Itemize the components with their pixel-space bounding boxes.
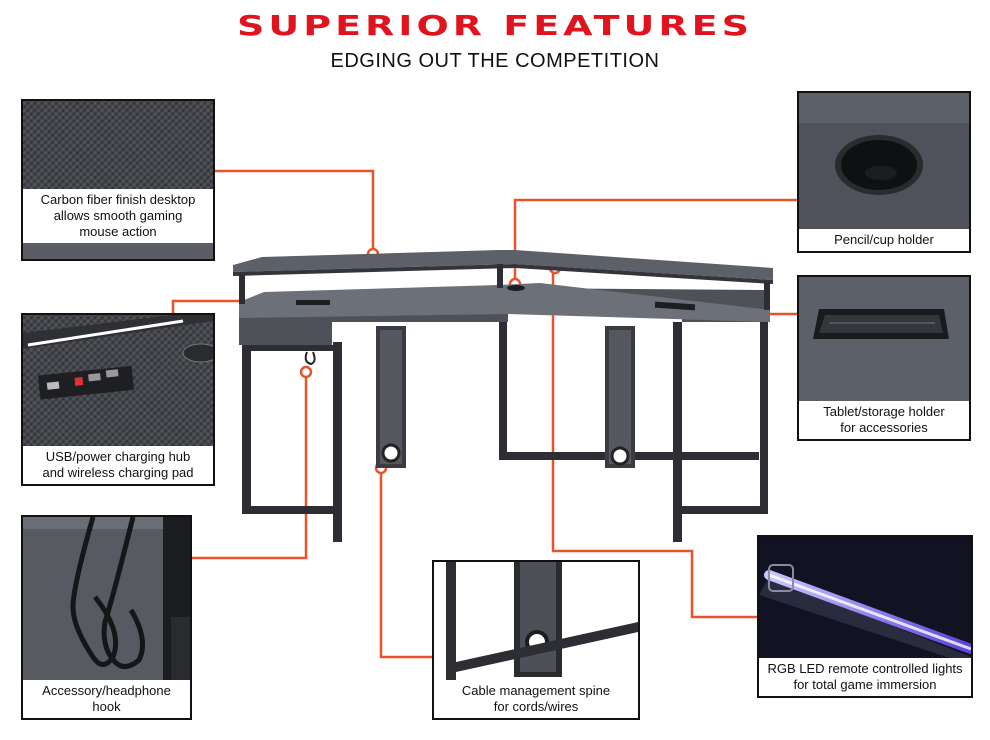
feature-caption-cup: Pencil/cup holder bbox=[799, 229, 969, 251]
feature-caption-tablet: Tablet/storage holder for accessories bbox=[799, 401, 969, 439]
feature-caption-usb: USB/power charging hub and wireless char… bbox=[23, 446, 213, 484]
feature-panel-tablet: Tablet/storage holder for accessories bbox=[797, 275, 971, 441]
page-title: SUPERIOR FEATURES bbox=[237, 10, 753, 42]
feature-panel-carbon: Carbon fiber finish desktop allows smoot… bbox=[21, 99, 215, 261]
feature-caption-led: RGB LED remote controlled lights for tot… bbox=[759, 658, 971, 696]
feature-panel-hook: Accessory/headphone hook bbox=[21, 515, 192, 720]
callout-line-cable bbox=[379, 468, 432, 659]
cable-spine-illustration bbox=[446, 562, 638, 718]
tablet-slot-illustration bbox=[813, 309, 949, 339]
feature-panel-cup: Pencil/cup holder bbox=[797, 91, 971, 253]
feature-caption-cable: Cable management spine for cords/wires bbox=[434, 680, 638, 718]
feature-panel-led: RGB LED remote controlled lights for tot… bbox=[757, 535, 973, 698]
monitor-shelf bbox=[233, 250, 773, 280]
feature-caption-carbon: Carbon fiber finish desktop allows smoot… bbox=[23, 189, 213, 243]
feature-caption-hook: Accessory/headphone hook bbox=[23, 680, 190, 718]
cup-holder-illustration bbox=[799, 93, 969, 195]
desk-top bbox=[239, 283, 770, 322]
callout-line-hook bbox=[190, 372, 308, 560]
callout-line-carbon bbox=[213, 169, 375, 253]
feature-panel-cable: Cable management spine for cords/wires bbox=[432, 560, 640, 720]
usb-hub-illustration bbox=[23, 315, 213, 400]
feature-panel-usb: USB/power charging hub and wireless char… bbox=[21, 313, 215, 486]
page-subtitle: EDGING OUT THE COMPETITION bbox=[330, 50, 660, 72]
rgb-led-illustration bbox=[759, 537, 971, 665]
callout-dot-hook bbox=[299, 365, 313, 379]
